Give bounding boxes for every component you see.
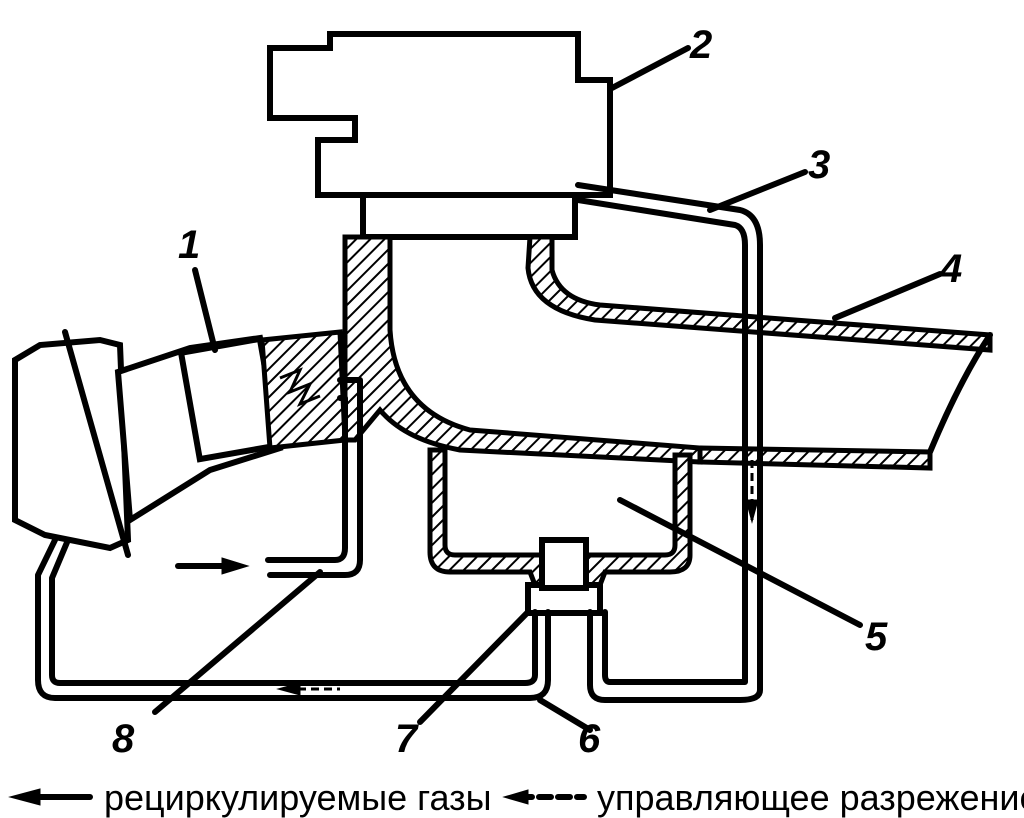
callout-4: 4: [939, 247, 962, 291]
leader-1: [192, 267, 218, 353]
callout-1: 1: [178, 223, 200, 267]
callout-3: 3: [808, 143, 830, 187]
egr-valve-spring: [279, 367, 321, 407]
leader-2: [609, 45, 691, 91]
callout-6: 6: [578, 717, 601, 761]
flow-arrow-head: [221, 557, 250, 575]
vacuum-hose-carburetor-inner: [575, 197, 748, 685]
leader-7: [417, 609, 531, 725]
vacuum-arrow-right-head: [745, 499, 759, 524]
recirculation-pipe: [267, 377, 363, 578]
intake-pipe-end: [927, 332, 993, 455]
control-valve-top: [539, 537, 589, 591]
intake-pipe-lower-wall: [697, 445, 933, 471]
leader-8: [152, 569, 323, 715]
callout-7: 7: [395, 717, 419, 761]
legend-control-vacuum: управляющее разрежение: [597, 777, 1024, 818]
legend-arrow-dashed-head: [502, 789, 529, 805]
leader-6: [537, 697, 593, 733]
manifold-inner-wall: [525, 234, 993, 353]
callout-8: 8: [112, 717, 135, 761]
leader-4: [832, 271, 943, 321]
egr-valve-seat: [259, 329, 348, 451]
vacuum-arrow-bottom-head: [276, 682, 301, 696]
leader-3: [707, 169, 808, 213]
egr-valve-diaphragm-housing: [12, 336, 132, 552]
legend-recirculated-gases: рециркулируемые газы: [104, 777, 492, 818]
legend-arrow-solid-head: [8, 788, 41, 806]
callout-2: 2: [689, 23, 712, 67]
egr-valve-mount-plate: [62, 329, 131, 558]
vacuum-hose-carburetor: [575, 182, 763, 703]
recirculation-pipe-inner: [265, 395, 348, 563]
callout-5: 5: [865, 615, 888, 659]
carburetor-base: [360, 192, 578, 240]
manifold-left-wall: [342, 234, 703, 465]
leader-5: [617, 497, 863, 628]
vacuum-hose-egr: [35, 537, 551, 701]
vacuum-hose-egr-inner: [49, 537, 538, 686]
